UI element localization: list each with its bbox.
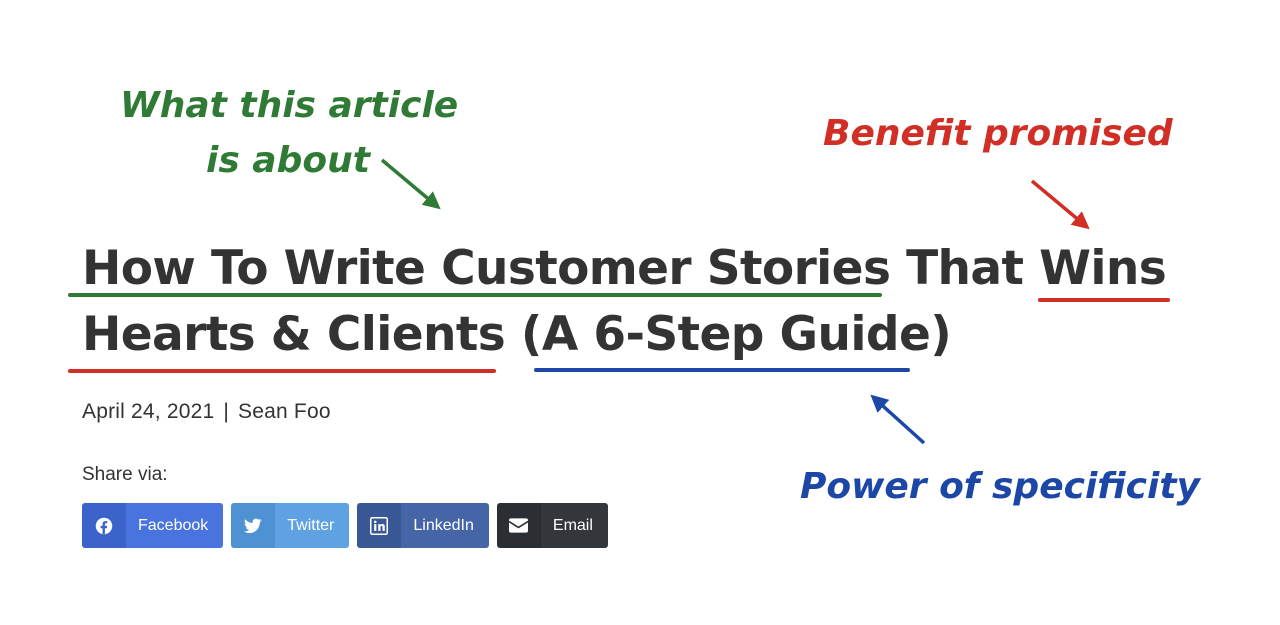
arrow-benefit [1030,179,1090,230]
share-facebook-label: Facebook [126,503,224,548]
facebook-icon [82,503,126,548]
publish-date: April 24, 2021 [82,400,215,423]
arrow-specificity [870,394,926,445]
annotation-benefit: Benefit promised [823,113,1173,154]
annotation-topic-line1: What this article [120,85,459,126]
arrow-topic [380,158,441,210]
share-facebook-button[interactable]: Facebook [82,503,224,548]
share-twitter-label: Twitter [275,503,350,548]
share-twitter-button[interactable]: Twitter [231,503,350,548]
title-paren-open: ( [505,307,543,362]
article-meta: April 24, 2021 | Sean Foo [82,400,331,424]
annotation-topic-line2: is about [206,140,370,181]
title-paren-close: ) [930,307,952,362]
article-title: How To Write Customer Stories That Wins … [82,236,1167,368]
envelope-icon [496,503,541,548]
linkedin-icon [357,503,402,548]
share-label: Share via: [82,464,168,485]
share-buttons: Facebook Twitter LinkedIn [82,503,608,548]
share-linkedin-button[interactable]: LinkedIn [357,503,489,548]
author-name[interactable]: Sean Foo [238,400,331,423]
title-line-2: Hearts & Clients (A 6-Step Guide) [82,302,1166,368]
title-benefit-word: Wins [1039,241,1167,296]
twitter-icon [231,503,276,548]
share-email-button[interactable]: Email [496,503,608,548]
title-benefit-phrase: Hearts & Clients [82,307,506,362]
title-line-1: How To Write Customer Stories That Wins [82,236,1167,302]
title-specific-phrase: A 6-Step Guide [541,307,931,362]
share-linkedin-label: LinkedIn [401,503,489,548]
share-email-label: Email [540,503,608,548]
meta-separator: | [223,400,230,423]
title-topic: How To Write Customer Stories [82,241,891,296]
annotation-specificity: Power of specificity [800,466,1200,507]
title-connector: That [890,241,1040,296]
